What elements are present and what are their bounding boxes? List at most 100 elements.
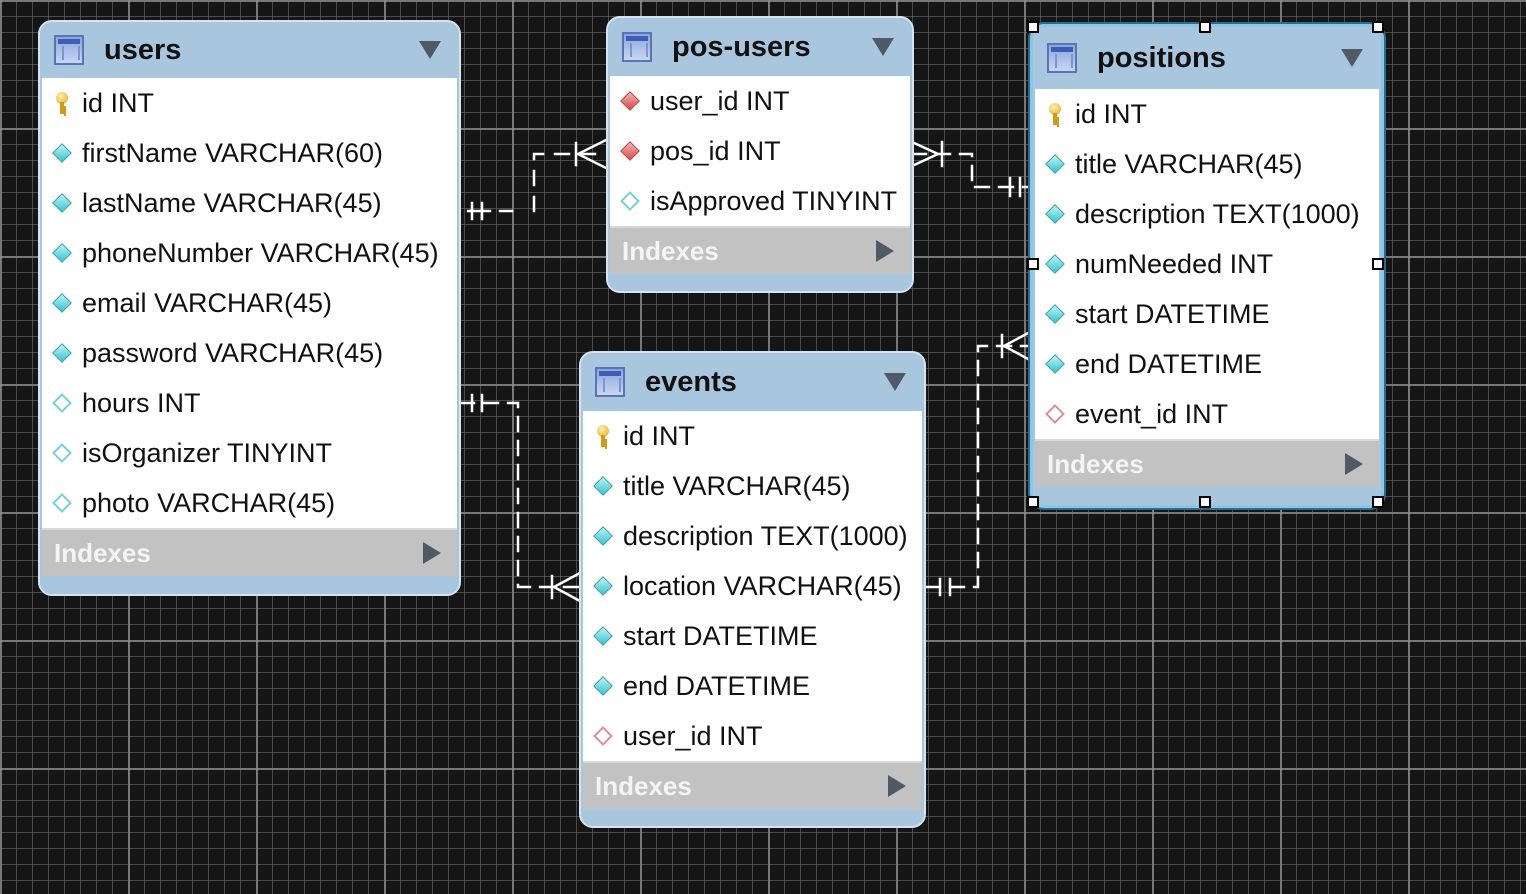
column-row[interactable]: location VARCHAR(45) — [583, 561, 922, 611]
column-label: firstName VARCHAR(60) — [82, 137, 384, 168]
column-diamond-icon — [591, 574, 615, 598]
table-icon — [54, 35, 84, 65]
connector-line[interactable] — [910, 152, 1032, 189]
connector-line[interactable] — [924, 344, 1032, 589]
table-positions[interactable]: positions id INT title VARCHAR(45) descr… — [1030, 24, 1384, 508]
nullable-column-icon — [50, 441, 74, 465]
many-marker — [550, 571, 582, 603]
column-diamond-icon — [1043, 352, 1067, 376]
table-pos-users[interactable]: pos-users user_id INT pos_id INT isAppro… — [606, 16, 914, 293]
column-row[interactable]: pos_id INT — [610, 126, 910, 176]
indexes-section[interactable]: Indexes — [610, 226, 910, 274]
foreign-key-icon — [1043, 402, 1067, 426]
column-row[interactable]: title VARCHAR(45) — [1035, 139, 1379, 189]
column-diamond-icon — [591, 624, 615, 648]
column-row[interactable]: user_id INT — [610, 76, 910, 126]
resize-handle-middle-left[interactable] — [1027, 258, 1039, 270]
column-row[interactable]: start DATETIME — [583, 611, 922, 661]
resize-handle-top-right[interactable] — [1372, 21, 1384, 33]
resize-handle-top-left[interactable] — [1027, 21, 1039, 33]
column-row[interactable]: isOrganizer TINYINT — [42, 428, 457, 478]
relationship-users-pos-users — [466, 138, 608, 221]
column-row[interactable]: user_id INT — [583, 711, 922, 761]
expand-arrow-icon[interactable] — [876, 240, 894, 262]
resize-handle-bottom-center[interactable] — [1199, 496, 1211, 508]
column-label: start DATETIME — [623, 620, 818, 651]
primary-foreign-key-icon — [618, 89, 642, 113]
column-row[interactable]: end DATETIME — [583, 661, 922, 711]
column-row[interactable]: isApproved TINYINT — [610, 176, 910, 226]
indexes-section[interactable]: Indexes — [1035, 439, 1379, 487]
column-list: id INT title VARCHAR(45) description TEX… — [1035, 89, 1379, 439]
indexes-label: Indexes — [622, 235, 719, 266]
table-header[interactable]: events — [581, 353, 924, 411]
column-row[interactable]: description TEXT(1000) — [1035, 189, 1379, 239]
table-events[interactable]: events id INT title VARCHAR(45) descript… — [579, 351, 926, 828]
column-label: email VARCHAR(45) — [82, 287, 333, 318]
column-row[interactable]: phoneNumber VARCHAR(45) — [42, 228, 457, 278]
expand-arrow-icon[interactable] — [423, 542, 441, 564]
table-header[interactable]: pos-users — [608, 18, 912, 76]
column-diamond-icon — [50, 141, 74, 165]
expand-arrow-icon[interactable] — [1345, 453, 1363, 475]
column-row[interactable]: start DATETIME — [1035, 289, 1379, 339]
table-icon — [595, 367, 625, 397]
many-marker — [574, 138, 608, 170]
indexes-label: Indexes — [595, 770, 692, 801]
column-row[interactable]: title VARCHAR(45) — [583, 461, 922, 511]
column-label: id INT — [623, 420, 696, 451]
table-footer — [581, 809, 924, 826]
indexes-section[interactable]: Indexes — [42, 528, 457, 576]
column-label: id INT — [1075, 98, 1148, 129]
connector-line[interactable] — [532, 152, 608, 213]
column-label: pos_id INT — [650, 135, 781, 166]
column-row[interactable]: id INT — [1035, 89, 1379, 139]
column-label: isOrganizer TINYINT — [82, 437, 333, 468]
resize-handle-top-center[interactable] — [1199, 21, 1211, 33]
resize-handle-bottom-left[interactable] — [1027, 496, 1039, 508]
column-row[interactable]: email VARCHAR(45) — [42, 278, 457, 328]
column-row[interactable]: firstName VARCHAR(60) — [42, 128, 457, 178]
column-label: phoneNumber VARCHAR(45) — [82, 237, 439, 268]
one-marker — [1008, 176, 1022, 198]
collapse-arrow-icon[interactable] — [884, 373, 906, 391]
column-row[interactable]: password VARCHAR(45) — [42, 328, 457, 378]
column-row[interactable]: id INT — [583, 411, 922, 461]
one-marker — [470, 393, 484, 413]
table-title: pos-users — [672, 30, 811, 63]
column-list: id INT firstName VARCHAR(60) lastName VA… — [42, 78, 457, 528]
collapse-arrow-icon[interactable] — [1341, 49, 1363, 67]
indexes-section[interactable]: Indexes — [583, 761, 922, 809]
resize-handle-middle-right[interactable] — [1372, 258, 1384, 270]
one-marker — [938, 577, 952, 597]
collapse-arrow-icon[interactable] — [872, 38, 894, 56]
table-icon — [622, 32, 652, 62]
table-header[interactable]: positions — [1033, 27, 1381, 89]
column-row[interactable]: id INT — [42, 78, 457, 128]
column-row[interactable]: hours INT — [42, 378, 457, 428]
nullable-column-icon — [50, 491, 74, 515]
indexes-label: Indexes — [1047, 448, 1144, 479]
column-row[interactable]: end DATETIME — [1035, 339, 1379, 389]
column-diamond-icon — [591, 674, 615, 698]
relationship-events-positions — [924, 330, 1032, 597]
column-diamond-icon — [591, 474, 615, 498]
column-label: description TEXT(1000) — [1075, 198, 1360, 229]
connector-line[interactable] — [458, 401, 582, 589]
column-row[interactable]: photo VARCHAR(45) — [42, 478, 457, 528]
column-row[interactable]: lastName VARCHAR(45) — [42, 178, 457, 228]
table-header[interactable]: users — [40, 22, 459, 78]
table-users[interactable]: users id INT firstName VARCHAR(60) lastN… — [38, 20, 461, 596]
resize-handle-bottom-right[interactable] — [1372, 496, 1384, 508]
primary-key-icon — [50, 91, 74, 115]
column-row[interactable]: description TEXT(1000) — [583, 511, 922, 561]
table-title: users — [104, 33, 182, 66]
column-row[interactable]: event_id INT — [1035, 389, 1379, 439]
column-label: title VARCHAR(45) — [1075, 148, 1303, 179]
column-label: end DATETIME — [1075, 348, 1263, 379]
relationship-positions-pos-users — [910, 140, 1032, 198]
column-row[interactable]: numNeeded INT — [1035, 239, 1379, 289]
collapse-arrow-icon[interactable] — [419, 41, 441, 59]
expand-arrow-icon[interactable] — [888, 775, 906, 797]
